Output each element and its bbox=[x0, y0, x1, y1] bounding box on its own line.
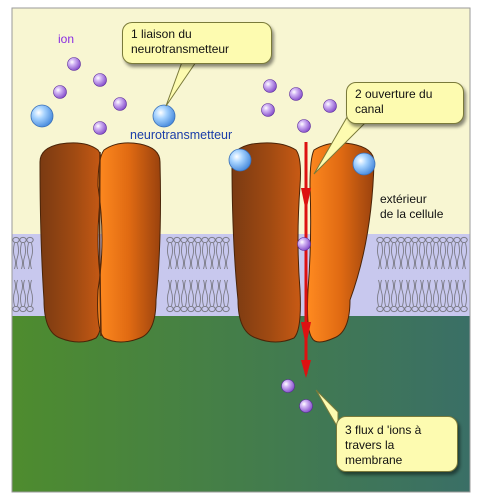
lipid-molecule-upper bbox=[19, 236, 27, 270]
lipid-molecule-lower bbox=[390, 279, 398, 313]
lipid-molecule-lower bbox=[460, 279, 468, 313]
lipid-molecule-upper bbox=[201, 236, 209, 270]
lipid-molecule-lower bbox=[222, 279, 230, 313]
ion-particle bbox=[289, 87, 303, 101]
lipid-molecule-upper bbox=[418, 236, 426, 270]
ion-particle bbox=[93, 73, 107, 87]
lipid-molecule-upper bbox=[222, 236, 230, 270]
lipid-molecule-upper bbox=[194, 236, 202, 270]
lipid-molecule-lower bbox=[439, 279, 447, 313]
lipid-molecule-lower bbox=[446, 279, 454, 313]
lipid-molecule-upper bbox=[173, 236, 181, 270]
lipid-molecule-upper bbox=[432, 236, 440, 270]
neurotransmitter-group bbox=[30, 104, 376, 176]
callout-2: 2 ouverture du canal bbox=[346, 82, 464, 124]
lipid-molecule-upper bbox=[12, 236, 20, 270]
lipid-molecule-lower bbox=[404, 279, 412, 313]
lipid-molecule-lower bbox=[383, 279, 391, 313]
lipid-molecule-upper bbox=[187, 236, 195, 270]
outside-label-line1: extérieur bbox=[380, 192, 427, 206]
lipid-molecule-lower bbox=[208, 279, 216, 313]
lipid-molecule-upper bbox=[376, 236, 384, 270]
callout-3: 3 flux d 'ions à travers la membrane bbox=[336, 416, 458, 472]
lipid-molecule-upper bbox=[26, 236, 34, 270]
lipid-molecule-upper bbox=[390, 236, 398, 270]
lipid-molecule-lower bbox=[173, 279, 181, 313]
ion-particle bbox=[299, 399, 313, 413]
lipid-molecule-upper bbox=[453, 236, 461, 270]
ion-flow-arrow bbox=[301, 142, 311, 378]
lipid-molecule-lower bbox=[187, 279, 195, 313]
lipid-molecule-lower bbox=[201, 279, 209, 313]
lipid-molecule-lower bbox=[180, 279, 188, 313]
ion-label: ion bbox=[58, 32, 75, 46]
lipid-molecule-lower bbox=[26, 279, 34, 313]
lipid-molecule-lower bbox=[215, 279, 223, 313]
lipid-molecule-lower bbox=[425, 279, 433, 313]
lipid-molecule-upper bbox=[397, 236, 405, 270]
lipid-molecule-upper bbox=[404, 236, 412, 270]
lipid-molecule-lower bbox=[19, 279, 27, 313]
lipid-molecule-upper bbox=[180, 236, 188, 270]
lipid-molecule-upper bbox=[460, 236, 468, 270]
ion-particle bbox=[323, 99, 337, 113]
ion-particle bbox=[263, 79, 277, 93]
outside-label-line2: de la cellule bbox=[380, 207, 444, 221]
callout-3-line3: membrane bbox=[345, 453, 403, 467]
ion-particle bbox=[113, 97, 127, 111]
ion-particle bbox=[281, 379, 295, 393]
callout-3-line2: travers la bbox=[345, 438, 395, 452]
lipid-molecule-lower bbox=[397, 279, 405, 313]
lipid-molecule-upper bbox=[446, 236, 454, 270]
callout-1: 1 liaison du neurotransmetteur bbox=[122, 22, 272, 64]
lipid-molecule-upper bbox=[208, 236, 216, 270]
ion-particle bbox=[297, 237, 311, 251]
ion-particle bbox=[67, 57, 81, 71]
lipid-molecule-upper bbox=[411, 236, 419, 270]
lipid-bilayer bbox=[12, 236, 468, 313]
lipid-molecule-upper bbox=[383, 236, 391, 270]
lipid-molecule-lower bbox=[166, 279, 174, 313]
lipid-molecule-upper bbox=[439, 236, 447, 270]
ion-particle bbox=[297, 119, 311, 133]
lipid-molecule-lower bbox=[376, 279, 384, 313]
ion-particle bbox=[93, 121, 107, 135]
callout-2-line1: 2 ouverture du bbox=[355, 87, 433, 101]
neurotransmitter-molecule bbox=[152, 104, 176, 128]
callout-2-line2: canal bbox=[355, 102, 384, 116]
ion-channel-open bbox=[231, 142, 375, 343]
lipid-molecule-lower bbox=[453, 279, 461, 313]
neurotransmitter-molecule bbox=[30, 104, 54, 128]
lipid-molecule-upper bbox=[166, 236, 174, 270]
ion-channel-closed bbox=[39, 142, 161, 343]
lipid-molecule-lower bbox=[194, 279, 202, 313]
diagram-frame bbox=[11, 7, 471, 493]
lipid-molecule-upper bbox=[425, 236, 433, 270]
neurotransmitter-molecule bbox=[228, 148, 252, 172]
callout-1-line2: neurotransmetteur bbox=[131, 42, 230, 56]
neurotransmitter-molecule bbox=[352, 152, 376, 176]
lipid-molecule-lower bbox=[12, 279, 20, 313]
lipid-molecule-lower bbox=[418, 279, 426, 313]
lipid-molecule-upper bbox=[215, 236, 223, 270]
callout-3-line1: 3 flux d 'ions à bbox=[345, 423, 422, 437]
neurotransmitter-label: neurotransmetteur bbox=[130, 128, 233, 142]
ion-particle bbox=[53, 85, 67, 99]
lipid-molecule-lower bbox=[432, 279, 440, 313]
callout-1-line1: 1 liaison du bbox=[131, 27, 192, 41]
ion-particle bbox=[261, 103, 275, 117]
lipid-molecule-lower bbox=[411, 279, 419, 313]
ion-group bbox=[53, 57, 337, 413]
